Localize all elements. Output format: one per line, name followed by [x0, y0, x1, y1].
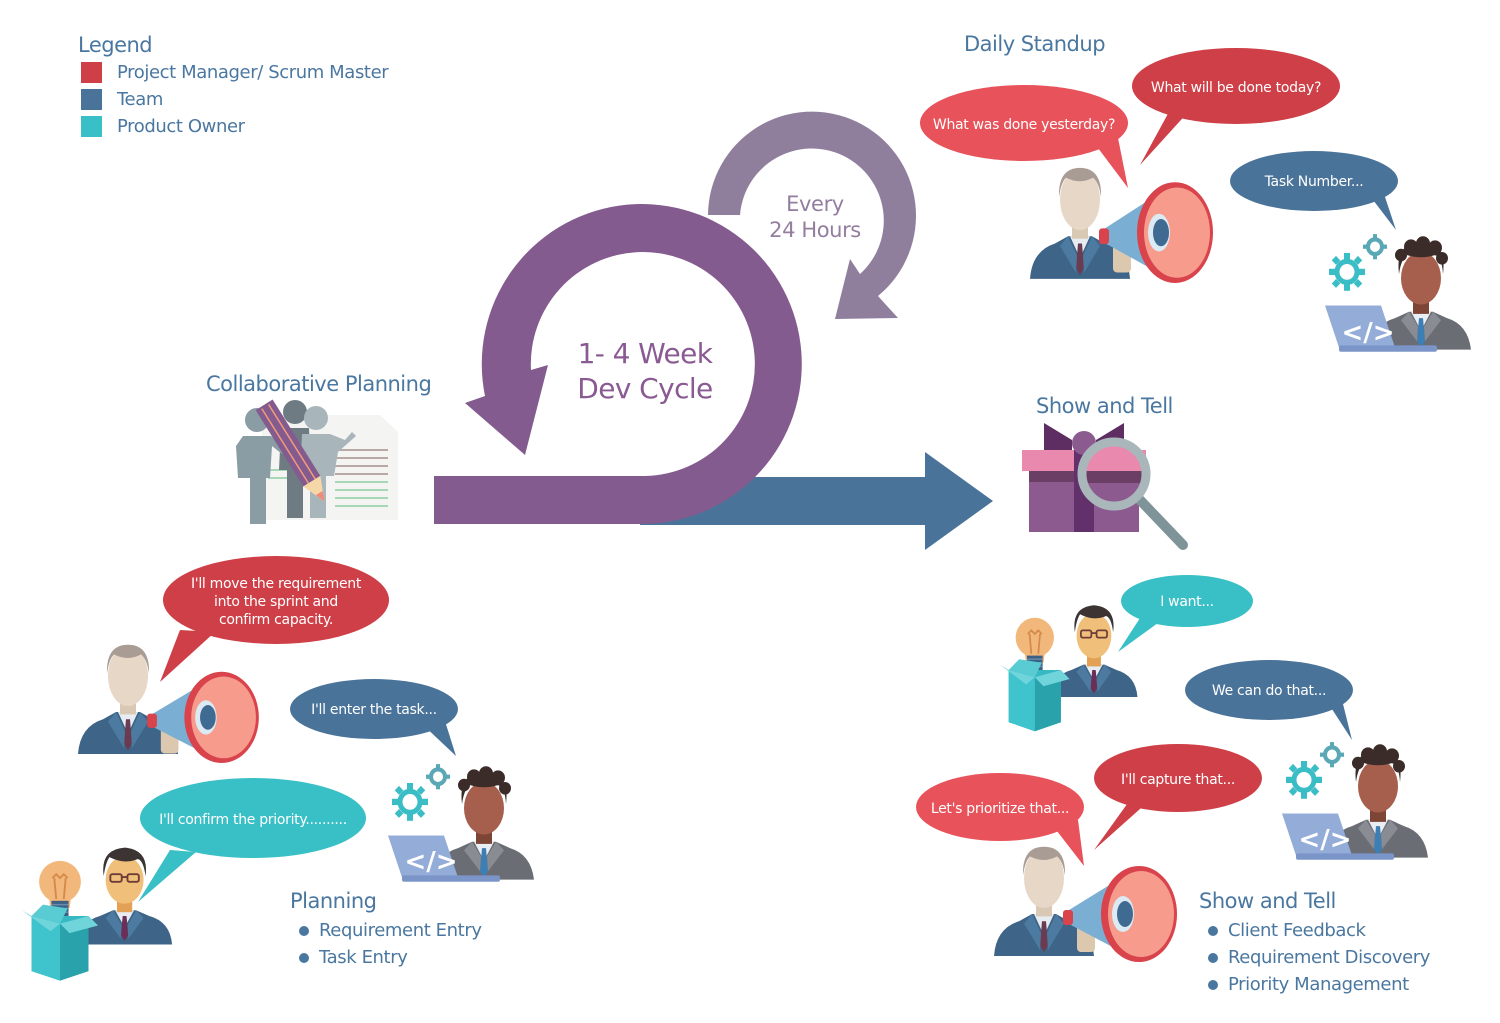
code-icon: </>	[1298, 825, 1351, 855]
speech-bubble-owner-i-want: I want...	[1118, 575, 1253, 652]
megaphone-icon	[1099, 182, 1213, 283]
bubble-text: into the sprint and	[214, 594, 338, 610]
bullet-icon	[299, 925, 309, 936]
speech-bubble-team-planning: I'll enter the task...	[290, 679, 458, 756]
bubble-text: confirm capacity.	[219, 612, 333, 628]
list-item: Requirement Entry	[290, 917, 482, 944]
planning-list: Requirement Entry Task Entry	[290, 917, 482, 971]
show-and-tell-section: Show and Tell Client Feedback Requiremen…	[1199, 889, 1430, 998]
planning-section: Planning Requirement Entry Task Entry	[290, 889, 482, 971]
dev-cycle-label-line2: Dev Cycle	[577, 372, 712, 405]
bubble-text: Let's prioritize that...	[931, 801, 1069, 817]
bubble-text: I'll enter the task...	[311, 702, 437, 718]
legend-swatch-blue	[81, 89, 102, 110]
list-item: Client Feedback	[1199, 917, 1430, 944]
list-item: Priority Management	[1199, 971, 1430, 998]
list-item-label: Client Feedback	[1228, 920, 1366, 941]
list-item-label: Requirement Entry	[319, 920, 482, 941]
dev-cycle-label-line1: 1- 4 Week	[578, 337, 714, 370]
daily-standup-title: Daily Standup	[964, 32, 1106, 56]
legend-label: Team	[117, 89, 163, 110]
speech-bubble-task-number: Task Number...	[1230, 151, 1398, 230]
list-item-label: Task Entry	[319, 947, 408, 968]
speech-bubble-owner-planning: I'll confirm the priority..........	[138, 778, 366, 902]
legend: Legend Project Manager/ Scrum Master Tea…	[78, 33, 389, 140]
speech-bubble-yesterday: What was done yesterday?	[920, 85, 1128, 188]
legend-label: Product Owner	[117, 116, 245, 137]
bubble-text: We can do that...	[1212, 683, 1326, 699]
bubble-text: What was done yesterday?	[933, 117, 1115, 133]
show-and-tell-icon-title: Show and Tell	[1036, 394, 1173, 418]
list-item: Task Entry	[290, 944, 482, 971]
speech-bubble-capture: I'll capture that...	[1094, 744, 1262, 850]
legend-label: Project Manager/ Scrum Master	[117, 62, 389, 83]
bubble-text: What will be done today?	[1151, 80, 1321, 96]
legend-swatch-red	[81, 62, 102, 83]
legend-swatch-teal	[81, 116, 102, 137]
daily-cycle-label-line2: 24 Hours	[769, 218, 861, 242]
speech-bubble-today: What will be done today?	[1132, 48, 1340, 165]
list-item-label: Requirement Discovery	[1228, 947, 1431, 968]
gift-magnifier-icon	[1022, 423, 1188, 550]
flow-arrow	[640, 452, 993, 550]
legend-item-project-manager: Project Manager/ Scrum Master	[81, 59, 389, 86]
code-icon: </>	[1341, 318, 1394, 348]
bubble-text: I'll move the requirement	[191, 576, 362, 592]
bubble-text: Task Number...	[1264, 174, 1364, 190]
speech-bubble-team-we-can: We can do that...	[1185, 660, 1353, 740]
collaborative-planning-title: Collaborative Planning	[206, 372, 432, 396]
speech-bubble-prioritize: Let's prioritize that...	[916, 773, 1084, 866]
dev-cycle-arrow	[434, 204, 802, 524]
show-and-tell-title: Show and Tell	[1199, 889, 1336, 913]
bullet-icon	[1208, 952, 1218, 963]
planning-title: Planning	[290, 889, 377, 913]
product-owner-avatar	[999, 604, 1139, 733]
code-icon: </>	[404, 847, 457, 877]
show-and-tell-list: Client Feedback Requirement Discovery Pr…	[1199, 917, 1430, 998]
legend-item-team: Team	[81, 86, 388, 113]
megaphone-icon	[1063, 866, 1177, 962]
daily-loop-arrow	[708, 111, 916, 320]
product-owner-avatar	[21, 846, 174, 982]
list-item: Requirement Discovery	[1199, 944, 1430, 971]
bubble-text: I want...	[1160, 594, 1214, 610]
daily-cycle-label-line1: Every	[786, 192, 844, 216]
list-item-label: Priority Management	[1228, 974, 1409, 995]
bullet-icon	[1208, 979, 1218, 990]
megaphone-icon	[147, 671, 259, 763]
collaborative-planning-icon	[236, 399, 398, 524]
bullet-icon	[299, 952, 309, 963]
legend-item-product-owner: Product Owner	[81, 113, 388, 140]
bubble-text: I'll capture that...	[1121, 772, 1235, 788]
bubble-text: I'll confirm the priority..........	[159, 812, 347, 828]
bullet-icon	[1208, 925, 1218, 936]
speech-bubble-pm-planning: I'll move the requirement into the sprin…	[160, 556, 389, 682]
legend-title: Legend	[78, 33, 153, 57]
